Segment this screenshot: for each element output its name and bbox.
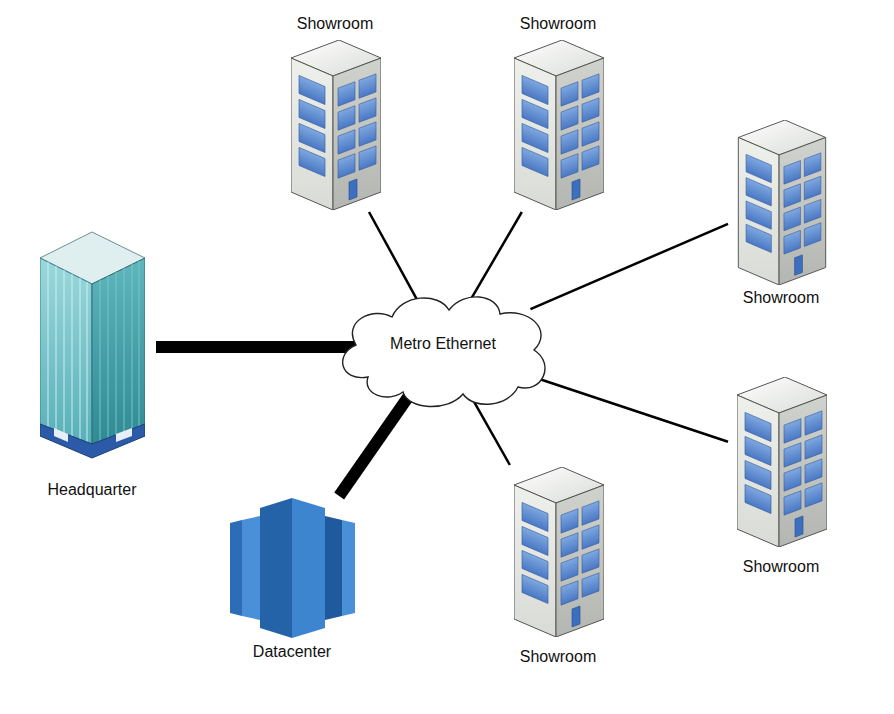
- network-link: [369, 212, 422, 308]
- building-label: Showroom: [728, 288, 834, 308]
- building-label: Headquarter: [28, 480, 156, 500]
- building-label: Showroom: [728, 557, 834, 577]
- showroom-building-icon: [514, 40, 604, 210]
- datacenter-icon-icon: [230, 498, 355, 638]
- showroom-building: Showroom: [505, 10, 611, 212]
- showroom-building: Showroom: [505, 465, 611, 675]
- network-link: [466, 212, 522, 308]
- headquarter-building: Headquarter: [28, 228, 156, 502]
- building-label: Showroom: [505, 14, 611, 34]
- showroom-building: Showroom: [728, 375, 834, 580]
- showroom-building: Showroom: [282, 10, 388, 212]
- building-label: Showroom: [505, 647, 611, 667]
- network-cloud: Metro Ethernet: [328, 282, 558, 412]
- network-link: [339, 387, 415, 496]
- showroom-building-icon: [737, 377, 827, 547]
- showroom-building-icon: [291, 40, 381, 210]
- headquarter-building-icon: [40, 228, 145, 460]
- building-label: Datacenter: [222, 642, 362, 662]
- cloud-label: Metro Ethernet: [328, 334, 558, 354]
- building-label: Showroom: [282, 14, 388, 34]
- network-link: [530, 376, 728, 442]
- showroom-building-icon: [737, 120, 827, 285]
- showroom-building: Showroom: [728, 118, 834, 310]
- network-link: [530, 224, 728, 309]
- showroom-building-icon: [514, 467, 604, 637]
- datacenter-icon: Datacenter: [222, 496, 362, 666]
- network-link: [156, 341, 358, 353]
